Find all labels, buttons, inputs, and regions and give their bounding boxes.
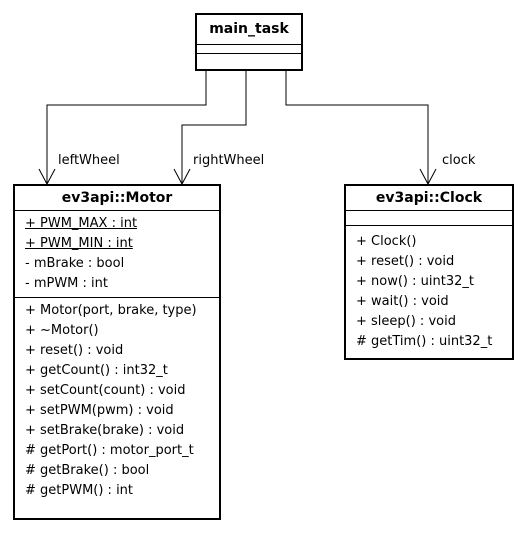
motor-operation: + getCount() : int32_t: [25, 363, 168, 378]
clock-divider-1: [346, 210, 512, 211]
motor-operation: + setBrake(brake) : void: [25, 423, 185, 438]
motor-operation: + Motor(port, brake, type): [25, 303, 197, 318]
main-task-class-name: main_task: [209, 21, 289, 37]
clock-attributes: [346, 211, 512, 225]
motor-operation: # getPort() : motor_port_t: [25, 443, 194, 458]
motor-attributes: + PWM_MAX : int + PWM_MIN : int - mBrake…: [15, 211, 219, 297]
motor-class-name: ev3api::Motor: [61, 190, 173, 206]
motor-operation: + ~Motor(): [25, 323, 99, 338]
motor-operation: # getPWM() : int: [25, 483, 134, 498]
motor-divider-1: [15, 210, 219, 211]
clock-operation: + Clock(): [356, 234, 417, 249]
clock-class[interactable]: ev3api::Clock + Clock() + reset() : void…: [344, 184, 514, 360]
motor-attribute: + PWM_MAX : int: [25, 216, 138, 231]
motor-divider-2: [15, 297, 219, 298]
motor-attribute: - mPWM : int: [25, 276, 108, 291]
motor-operation: + setPWM(pwm) : void: [25, 403, 174, 418]
motor-operation: + setCount(count) : void: [25, 383, 186, 398]
clock-operation: + now() : uint32_t: [356, 274, 474, 289]
main-task-divider-1: [197, 44, 301, 45]
clock-divider-2: [346, 225, 512, 226]
motor-attribute: - mBrake : bool: [25, 256, 125, 271]
main-task-divider-2: [197, 53, 301, 54]
clock-operation: # getTim() : uint32_t: [356, 334, 493, 349]
clock-operations: + Clock() + reset() : void + now() : uin…: [346, 226, 512, 355]
right-wheel-line: [181, 70, 247, 184]
clock-line: [285, 70, 429, 184]
motor-operations: + Motor(port, brake, type) + ~Motor() + …: [15, 298, 219, 504]
clock-operation: + wait() : void: [356, 294, 449, 309]
motor-operation: + reset() : void: [25, 343, 124, 358]
main-task-attributes: [197, 45, 301, 53]
motor-attribute: + PWM_MIN : int: [25, 236, 133, 251]
clock-operation: + sleep() : void: [356, 314, 456, 329]
main-task-class[interactable]: main_task: [195, 13, 303, 71]
clock-label: clock: [442, 153, 476, 168]
motor-class[interactable]: ev3api::Motor + PWM_MAX : int + PWM_MIN …: [13, 184, 221, 520]
clock-operation: + reset() : void: [356, 254, 455, 269]
left-wheel-line: [46, 70, 207, 184]
clock-class-name: ev3api::Clock: [375, 190, 483, 206]
motor-operation: # getBrake() : bool: [25, 463, 150, 478]
left-wheel-label: leftWheel: [58, 153, 120, 168]
right-wheel-label: rightWheel: [193, 153, 265, 168]
